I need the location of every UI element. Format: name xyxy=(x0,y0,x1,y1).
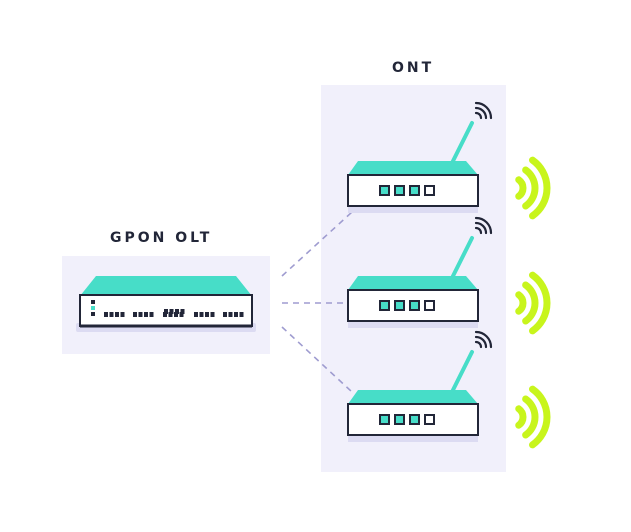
olt-port xyxy=(175,309,179,314)
wifi-waves-icon xyxy=(515,271,551,335)
olt-port xyxy=(179,312,184,317)
ont-shadow xyxy=(348,322,478,328)
antenna-signal-icon xyxy=(474,101,493,120)
olt-port-group xyxy=(133,312,154,317)
ont-port xyxy=(409,414,420,425)
ont-devices xyxy=(347,101,551,449)
olt-port-groups xyxy=(104,309,244,317)
olt-port-group xyxy=(223,312,244,317)
signal-arc xyxy=(474,106,488,120)
signal-arc xyxy=(474,221,488,235)
olt-port xyxy=(174,312,178,317)
antenna-signal-icon xyxy=(474,216,493,235)
antenna-signal-icon xyxy=(474,330,493,349)
signal-arc xyxy=(474,111,483,120)
olt-port xyxy=(194,312,198,317)
wifi-arc xyxy=(529,156,551,220)
olt-port xyxy=(115,312,119,317)
ont-port xyxy=(409,185,420,196)
olt-port xyxy=(168,312,173,317)
olt-top xyxy=(80,276,252,296)
olt-port-group xyxy=(104,312,125,317)
wifi-arc xyxy=(529,385,551,449)
link-ont-1 xyxy=(281,211,353,277)
olt-port xyxy=(104,312,108,317)
ont-port xyxy=(379,300,390,311)
signal-arc xyxy=(474,216,493,235)
ont-antenna xyxy=(450,121,474,165)
link-ont-3 xyxy=(281,326,353,393)
ont-device xyxy=(347,330,551,449)
olt-led xyxy=(91,312,95,316)
ont-port xyxy=(424,414,435,425)
olt-label: GPON OLT xyxy=(110,230,213,246)
olt-leds xyxy=(91,300,95,316)
olt-port xyxy=(133,312,137,317)
ont-label: ONT xyxy=(392,60,435,76)
ont-top xyxy=(348,276,478,290)
olt-port xyxy=(234,312,238,317)
olt-port xyxy=(199,312,204,317)
ont-port xyxy=(394,185,405,196)
wifi-arc xyxy=(515,291,527,315)
olt-port xyxy=(205,312,209,317)
signal-arc xyxy=(474,335,488,349)
ont-port xyxy=(379,185,390,196)
wifi-waves-icon xyxy=(515,156,551,220)
ont-port xyxy=(424,300,435,311)
signal-arc xyxy=(474,340,483,349)
wifi-arc xyxy=(515,176,527,200)
olt-port xyxy=(109,312,114,317)
olt-port xyxy=(180,309,185,314)
wifi-arc xyxy=(522,395,539,439)
olt-port xyxy=(210,312,215,317)
ont-antenna xyxy=(450,236,474,280)
olt-port-group xyxy=(164,309,185,314)
olt-port xyxy=(120,312,125,317)
wifi-waves-icon xyxy=(515,385,551,449)
ont-port xyxy=(394,414,405,425)
ont-port xyxy=(379,414,390,425)
ont-top xyxy=(348,390,478,404)
ont-port xyxy=(424,185,435,196)
signal-arc xyxy=(474,101,493,120)
olt-port xyxy=(149,312,154,317)
wifi-arc xyxy=(522,166,539,210)
ont-port xyxy=(409,300,420,311)
ont-top xyxy=(348,161,478,175)
olt-port xyxy=(164,309,168,314)
olt-device xyxy=(76,276,256,332)
olt-port xyxy=(163,312,167,317)
ont-port xyxy=(394,300,405,311)
olt-port xyxy=(228,312,233,317)
olt-port-group xyxy=(163,312,184,317)
wifi-arc xyxy=(515,405,527,429)
fiber-links xyxy=(281,211,353,393)
wifi-arc xyxy=(522,281,539,325)
ont-device xyxy=(347,101,551,220)
olt-port xyxy=(169,309,174,314)
signal-arc xyxy=(474,226,483,235)
olt-port xyxy=(144,312,148,317)
olt-port xyxy=(223,312,227,317)
olt-led xyxy=(91,300,95,304)
signal-arc xyxy=(474,330,493,349)
olt-port xyxy=(138,312,143,317)
olt-port xyxy=(239,312,244,317)
ont-antenna xyxy=(450,350,474,394)
ont-device xyxy=(347,216,551,335)
ont-shadow xyxy=(348,207,478,213)
olt-led xyxy=(91,306,95,310)
olt-port-group xyxy=(194,312,215,317)
wifi-arc xyxy=(529,271,551,335)
ont-shadow xyxy=(348,436,478,442)
